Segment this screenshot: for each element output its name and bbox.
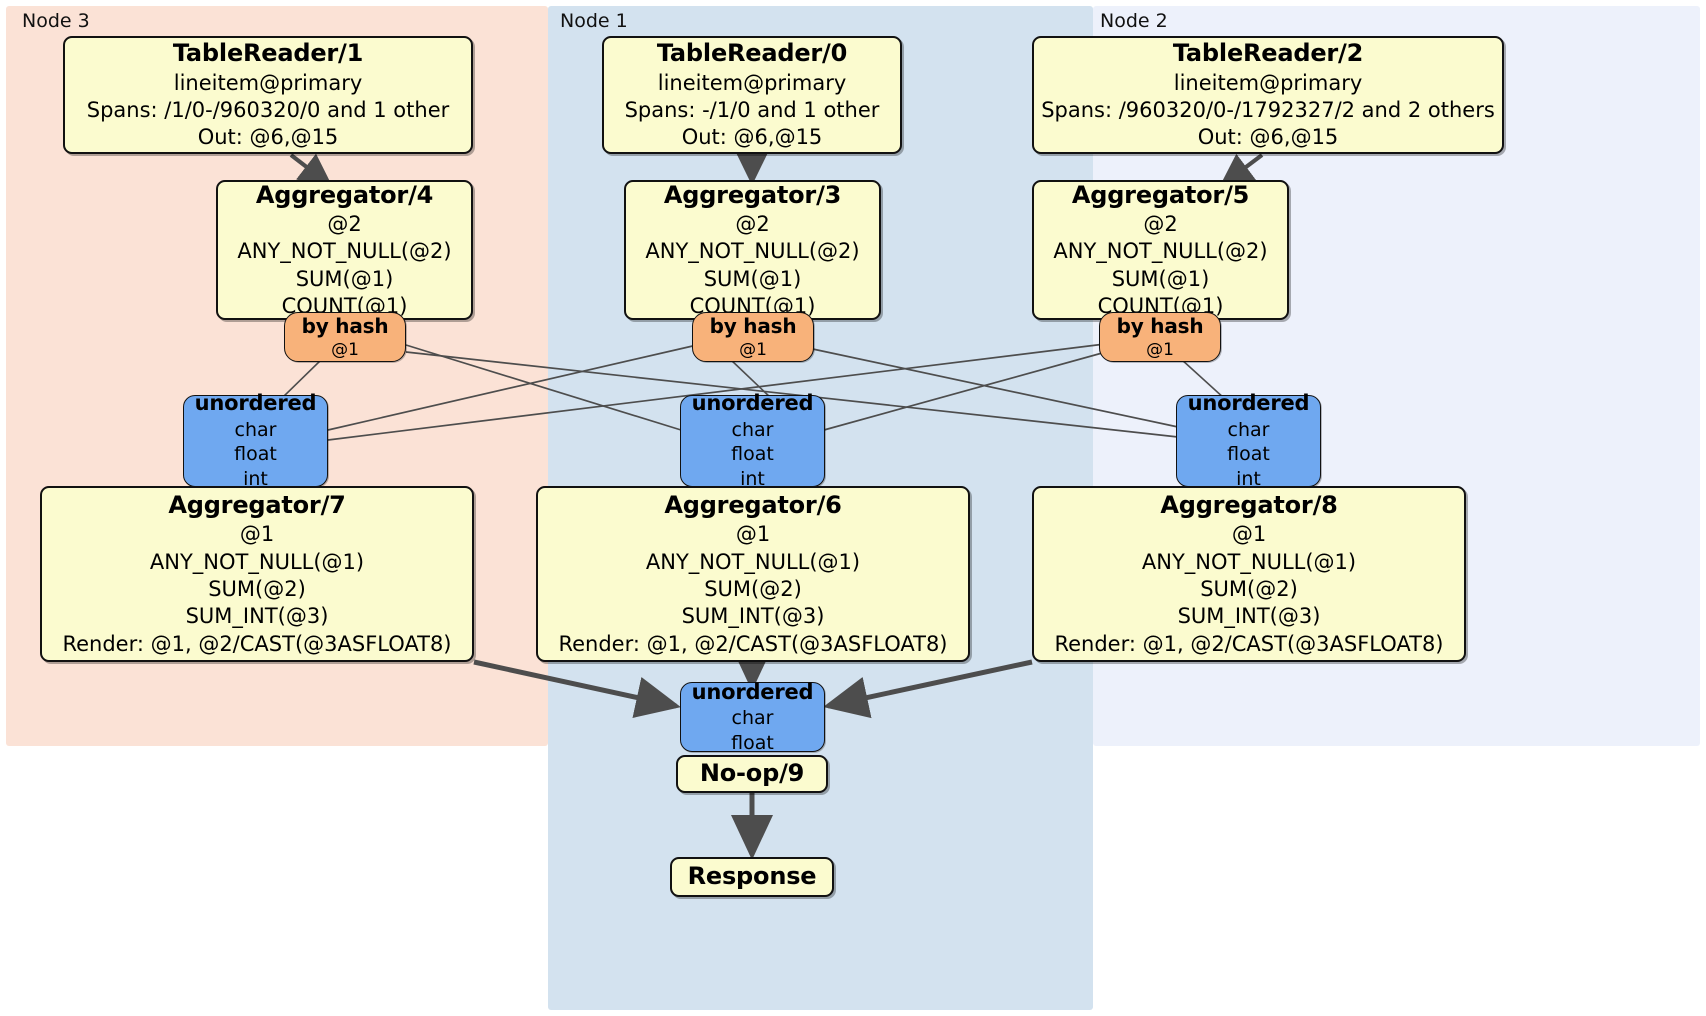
synchronizer-type-line: char <box>234 418 277 441</box>
synchronizer-type-line: char <box>731 706 774 729</box>
synchronizer-unordered-node-1[interactable]: unordered char float int <box>680 391 825 490</box>
synchronizer-title: unordered <box>194 391 317 416</box>
synchronizer-unordered-node-2[interactable]: unordered char float int <box>1176 391 1321 490</box>
synchronizer-type-line: char <box>1227 418 1270 441</box>
router-detail-line: @1 <box>739 339 767 360</box>
synchronizer-title: unordered <box>691 679 814 704</box>
processor-title: Aggregator/6 <box>664 491 842 520</box>
panel-label-node-3: Node 3 <box>22 10 90 32</box>
processor-noop-9[interactable]: No-op/9 <box>676 755 828 793</box>
synchronizer-title: unordered <box>1187 391 1310 416</box>
processor-aggregator-3[interactable]: Aggregator/3 @2 ANY_NOT_NULL(@2) SUM(@1)… <box>624 180 881 320</box>
processor-detail-line: @2 <box>1143 212 1178 236</box>
synchronizer-title: unordered <box>691 391 814 416</box>
processor-table-reader-0[interactable]: TableReader/0 lineitem@primary Spans: -/… <box>602 36 902 154</box>
panel-label-node-1: Node 1 <box>560 10 628 32</box>
synchronizer-type-line: float <box>234 443 277 466</box>
processor-title: No-op/9 <box>699 759 805 788</box>
processor-title: TableReader/1 <box>172 39 364 68</box>
processor-response[interactable]: Response <box>670 857 834 897</box>
processor-detail-line: lineitem@primary <box>657 70 847 95</box>
processor-table-reader-2[interactable]: TableReader/2 lineitem@primary Spans: /9… <box>1032 36 1504 154</box>
processor-detail-line: SUM_INT(@3) <box>1177 604 1321 629</box>
processor-detail-line: ANY_NOT_NULL(@1) <box>149 549 365 574</box>
processor-detail-line: Spans: /960320/0-/1792327/2 and 2 others <box>1041 97 1495 122</box>
processor-detail-line: SUM(@1) <box>1111 266 1210 291</box>
synchronizer-unordered-node-3[interactable]: unordered char float int <box>183 391 328 490</box>
processor-title: Response <box>687 862 817 891</box>
processor-detail-line: @1 <box>735 522 771 547</box>
processor-detail-line: Out: @6,@15 <box>1197 125 1339 150</box>
processor-detail-line: SUM(@1) <box>703 266 802 291</box>
processor-table-reader-1[interactable]: TableReader/1 lineitem@primary Spans: /1… <box>63 36 473 154</box>
processor-aggregator-6[interactable]: Aggregator/6 @1 ANY_NOT_NULL(@1) SUM(@2)… <box>536 486 970 662</box>
processor-detail-line: SUM(@1) <box>295 266 394 291</box>
processor-detail-line: ANY_NOT_NULL(@2) <box>237 239 452 264</box>
processor-title: Aggregator/7 <box>168 491 346 520</box>
processor-aggregator-4[interactable]: Aggregator/4 @2 ANY_NOT_NULL(@2) SUM(@1)… <box>216 180 473 320</box>
router-title: by hash <box>1116 313 1204 338</box>
processor-detail-line: SUM(@2) <box>208 576 306 601</box>
processor-aggregator-8[interactable]: Aggregator/8 @1 ANY_NOT_NULL(@1) SUM(@2)… <box>1032 486 1466 662</box>
processor-title: Aggregator/4 <box>255 180 434 209</box>
router-title: by hash <box>301 313 389 338</box>
panel-label-node-2: Node 2 <box>1100 10 1168 32</box>
processor-detail-line: SUM(@2) <box>704 576 802 601</box>
processor-title: Aggregator/5 <box>1071 180 1250 209</box>
processor-detail-line: Render: @1, @2/CAST(@3ASFLOAT8) <box>1054 631 1444 656</box>
router-by-hash-node-2[interactable]: by hash @1 <box>1099 312 1221 362</box>
synchronizer-type-line: float <box>731 731 774 754</box>
processor-detail-line: lineitem@primary <box>173 70 363 95</box>
synchronizer-type-line: float <box>731 443 774 466</box>
processor-detail-line: @2 <box>327 212 362 236</box>
processor-detail-line: @1 <box>1231 522 1267 547</box>
processor-detail-line: Render: @1, @2/CAST(@3ASFLOAT8) <box>62 631 452 656</box>
synchronizer-type-line: int <box>243 468 268 490</box>
router-by-hash-node-3[interactable]: by hash @1 <box>284 312 406 362</box>
processor-detail-line: ANY_NOT_NULL(@1) <box>1141 549 1357 574</box>
router-by-hash-node-1[interactable]: by hash @1 <box>692 312 814 362</box>
processor-detail-line: Out: @6,@15 <box>681 125 823 150</box>
router-detail-line: @1 <box>1146 339 1174 360</box>
processor-detail-line: Spans: -/1/0 and 1 other <box>624 97 880 122</box>
processor-detail-line: ANY_NOT_NULL(@2) <box>1053 239 1268 264</box>
processor-detail-line: Spans: /1/0-/960320/0 and 1 other <box>86 97 450 122</box>
synchronizer-type-line: char <box>731 418 774 441</box>
synchronizer-type-line: int <box>740 468 765 490</box>
processor-detail-line: SUM_INT(@3) <box>185 604 329 629</box>
router-title: by hash <box>709 313 797 338</box>
processor-aggregator-5[interactable]: Aggregator/5 @2 ANY_NOT_NULL(@2) SUM(@1)… <box>1032 180 1289 320</box>
processor-detail-line: ANY_NOT_NULL(@1) <box>645 549 861 574</box>
synchronizer-type-line: int <box>1236 468 1261 490</box>
processor-title: TableReader/0 <box>656 39 848 68</box>
processor-detail-line: Out: @6,@15 <box>197 125 339 150</box>
processor-detail-line: @1 <box>239 522 275 547</box>
processor-aggregator-7[interactable]: Aggregator/7 @1 ANY_NOT_NULL(@1) SUM(@2)… <box>40 486 474 662</box>
processor-title: Aggregator/8 <box>1160 491 1338 520</box>
router-detail-line: @1 <box>331 339 359 360</box>
processor-detail-line: SUM(@2) <box>1200 576 1298 601</box>
processor-detail-line: ANY_NOT_NULL(@2) <box>645 239 860 264</box>
synchronizer-type-line: float <box>1227 443 1270 466</box>
processor-title: Aggregator/3 <box>663 180 842 209</box>
processor-detail-line: lineitem@primary <box>1173 70 1363 95</box>
synchronizer-unordered-final[interactable]: unordered char float <box>680 679 825 754</box>
processor-detail-line: @2 <box>735 212 770 236</box>
processor-title: TableReader/2 <box>1172 39 1364 68</box>
processor-detail-line: SUM_INT(@3) <box>681 604 825 629</box>
processor-detail-line: Render: @1, @2/CAST(@3ASFLOAT8) <box>558 631 948 656</box>
